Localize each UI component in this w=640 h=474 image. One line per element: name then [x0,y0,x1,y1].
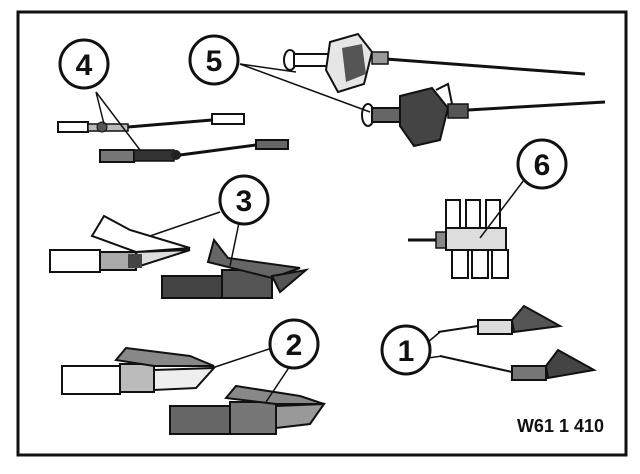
callout-5: 5 [188,34,240,86]
callout-1: 1 [380,324,432,376]
figure-reference-code: W61 1 410 [517,416,604,436]
piercing-probe-lower [361,82,606,148]
clip-1-upper [437,304,564,335]
leader-line-5b [239,63,371,113]
leader-line-2a [211,347,273,369]
callout-4-label: 4 [76,49,93,82]
leader-line-6 [479,179,525,239]
callout-5-label: 5 [206,45,223,78]
callout-1-label: 1 [398,335,415,368]
leader-line-1a [427,331,441,343]
leader-line-3a [149,211,221,237]
leader-line-3b [229,217,241,267]
clip-2-dark [169,384,326,435]
leader-line-4a [95,91,105,125]
probe-pin-lower [99,139,289,163]
callout-3-label: 3 [236,185,253,218]
clip-2-white [61,346,217,395]
callout-6-label: 6 [534,149,551,182]
diagram-frame [16,10,628,457]
callout-2: 2 [268,318,320,370]
piercing-probe-upper [283,32,586,94]
leader-line-2b [265,365,291,403]
clip-1-lower [439,348,597,381]
leader-line-5a [239,63,297,73]
alligator-clip-3-dark [161,237,310,299]
callout-2-label: 2 [286,329,303,362]
callout-6: 6 [516,138,568,190]
connector-adapter [408,199,509,279]
alligator-clip-3-white [49,214,191,273]
leader-line-4b [95,91,141,151]
callout-3: 3 [218,174,270,226]
leader-line-1b [427,355,443,359]
probe-pin-upper [57,113,245,133]
callout-4: 4 [58,38,110,90]
